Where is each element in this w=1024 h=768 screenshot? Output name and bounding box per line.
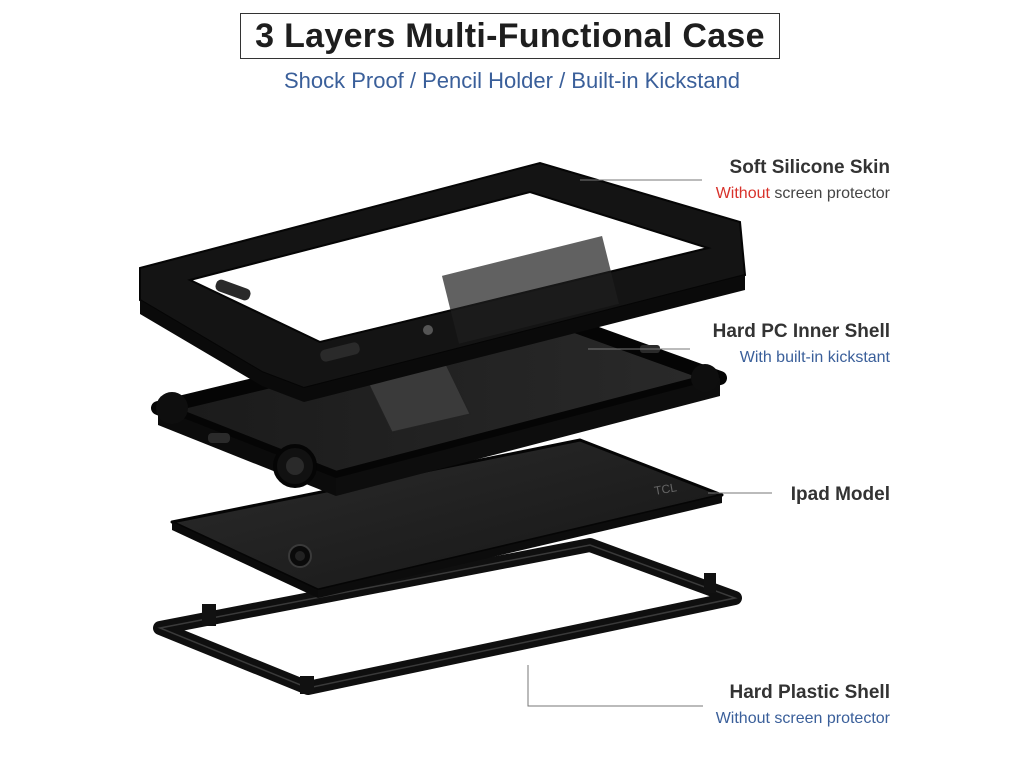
hard-pc-inner-shell bbox=[151, 308, 727, 496]
subtitle: Shock Proof / Pencil Holder / Built-in K… bbox=[283, 68, 741, 93]
label-ipad-model: Ipad Model bbox=[790, 484, 890, 505]
soft-silicone-skin bbox=[139, 161, 747, 402]
hard-plastic-shell-frame bbox=[153, 538, 742, 695]
title-box: 3 Layers Multi-Functional Case bbox=[240, 13, 780, 59]
label-hard-plastic-shell: Hard Plastic Shell Without screen protec… bbox=[715, 682, 890, 727]
tablet-logo: TCL bbox=[653, 480, 678, 498]
grip-texture bbox=[441, 235, 620, 344]
callout-lines bbox=[527, 179, 772, 707]
label-hard-pc-inner-shell: Hard PC Inner Shell With built-in kickst… bbox=[712, 321, 890, 366]
highlight-without: Without bbox=[715, 185, 770, 202]
label-soft-silicone-skin: Soft Silicone Skin Without screen protec… bbox=[715, 157, 890, 202]
page-title: 3 Layers Multi-Functional Case bbox=[255, 16, 765, 55]
tablet-model: TCL bbox=[170, 438, 724, 598]
